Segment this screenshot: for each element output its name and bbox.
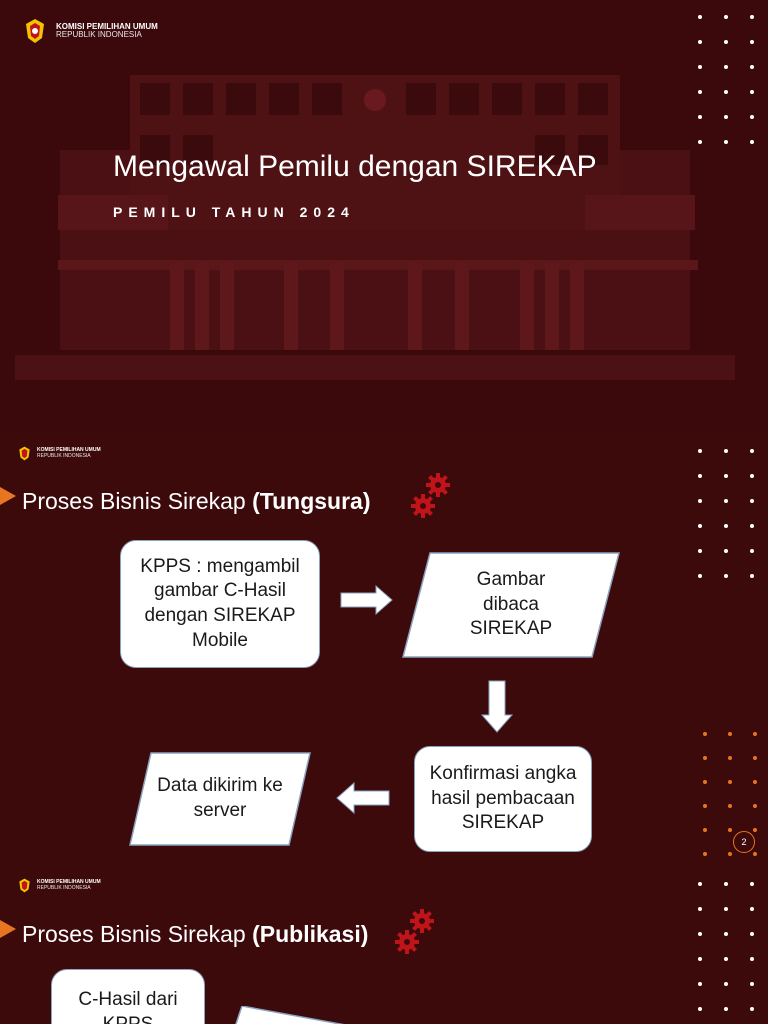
title-slide: KOMISI PEMILIHAN UMUM REPUBLIK INDONESIA… <box>0 0 768 432</box>
decorative-dots-orange <box>703 732 757 856</box>
kpu-logo: KOMISI PEMILIHAN UMUM REPUBLIK INDONESIA <box>18 446 101 461</box>
arrow-right-icon <box>340 585 393 615</box>
gears-icon <box>395 909 434 954</box>
kpu-emblem-icon <box>19 878 30 893</box>
data-dikirim-shape: Data dikirim ke server <box>129 752 311 846</box>
page-number: 2 <box>733 831 755 853</box>
triangle-marker-icon <box>0 487 16 505</box>
logo-line1: KOMISI PEMILIHAN UMUM <box>37 447 101 454</box>
arrow-left-icon <box>336 782 390 814</box>
logo-line2: REPUBLIK INDONESIA <box>56 30 142 39</box>
kpu-logo: KOMISI PEMILIHAN UMUM REPUBLIK INDONESIA <box>24 18 158 44</box>
triangle-marker-icon <box>0 920 16 938</box>
logo-line1: KOMISI PEMILIHAN UMUM <box>37 879 101 886</box>
kpu-logo: KOMISI PEMILIHAN UMUM REPUBLIK INDONESIA <box>18 878 101 893</box>
building-illustration <box>15 75 735 380</box>
logo-line2: REPUBLIK INDONESIA <box>37 884 91 891</box>
konfirmasi-box: Konfirmasi angka hasil pembacaan SIREKAP <box>414 746 592 852</box>
parallelogram-shape-partial <box>235 1006 345 1024</box>
gambar-dibaca-shape: Gambar dibaca SIREKAP <box>402 552 620 658</box>
slide-heading: Proses Bisnis Sirekap (Tungsura) <box>22 488 371 514</box>
decorative-dots <box>698 882 754 1011</box>
decorative-dots <box>698 449 754 578</box>
publikasi-slide: KOMISI PEMILIHAN UMUM REPUBLIK INDONESIA… <box>0 864 768 1024</box>
slide-subtitle: PEMILU TAHUN 2024 <box>113 204 355 220</box>
kpu-emblem-icon <box>26 19 44 43</box>
data-dikirim-text: Data dikirim ke server <box>157 775 283 821</box>
logo-line1: KOMISI PEMILIHAN UMUM <box>56 21 158 31</box>
slide-title: Mengawal Pemilu dengan SIREKAP <box>113 150 597 183</box>
kpps-box: KPPS : mengambil gambar C-Hasil dengan S… <box>120 540 320 668</box>
kpu-emblem-icon <box>19 446 30 461</box>
tungsura-slide: KOMISI PEMILIHAN UMUM REPUBLIK INDONESIA… <box>0 432 768 864</box>
gambar-dibaca-text: Gambar dibaca SIREKAP <box>469 568 553 640</box>
slide-heading: Proses Bisnis Sirekap (Publikasi) <box>22 921 369 947</box>
arrow-down-icon <box>481 680 513 733</box>
decorative-dots <box>698 15 754 144</box>
chasil-box: C-Hasil dari KPPS <box>51 969 205 1024</box>
logo-line2: REPUBLIK INDONESIA <box>37 452 91 459</box>
gears-icon <box>411 473 450 518</box>
